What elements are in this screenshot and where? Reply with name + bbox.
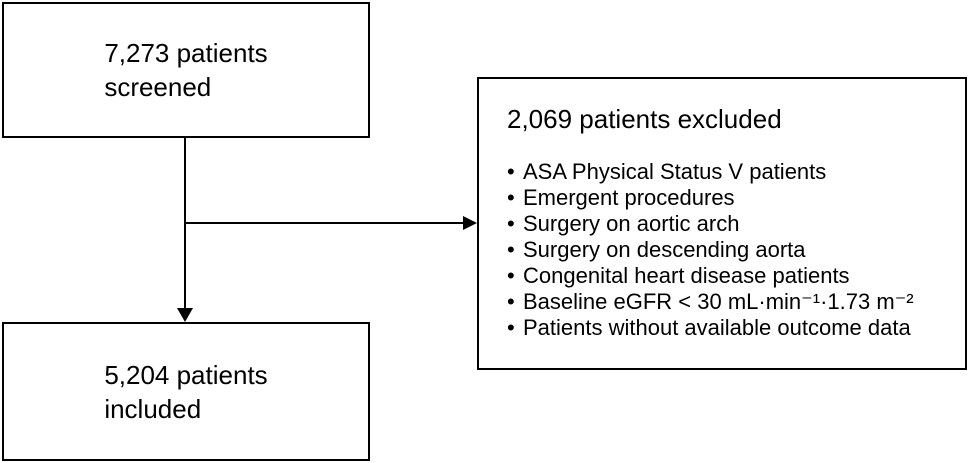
- arrow-screened-to-included: [184, 138, 186, 310]
- bullet-icon: •: [507, 237, 515, 262]
- exclusion-list-item: • Surgery on aortic arch: [507, 211, 947, 237]
- exclusion-item-text: Surgery on aortic arch: [523, 211, 740, 236]
- exclusion-list-item: • ASA Physical Status V patients: [507, 159, 947, 185]
- arrowhead-right-icon: [463, 216, 477, 230]
- arrowhead-down-icon: [177, 308, 193, 322]
- bullet-icon: •: [507, 263, 515, 288]
- arrow-screened-to-excluded: [184, 222, 463, 224]
- excluded-patients-title: 2,069 patients excluded: [507, 104, 782, 134]
- bullet-icon: •: [507, 159, 515, 184]
- exclusion-list: • ASA Physical Status V patients • Emerg…: [507, 159, 947, 341]
- included-patients-box: 5,204 patients included: [2, 322, 370, 461]
- bullet-icon: •: [507, 289, 515, 314]
- exclusion-item-text: Patients without available outcome data: [523, 315, 911, 340]
- excluded-patients-box: 2,069 patients excluded • ASA Physical S…: [477, 77, 967, 370]
- bullet-icon: •: [507, 211, 515, 236]
- exclusion-list-item: • Patients without available outcome dat…: [507, 315, 947, 341]
- exclusion-list-item: • Emergent procedures: [507, 185, 947, 211]
- exclusion-item-text: Congenital heart disease patients: [523, 263, 850, 288]
- exclusion-list-item: • Surgery on descending aorta: [507, 237, 947, 263]
- bullet-icon: •: [507, 185, 515, 210]
- screened-patients-box: 7,273 patients screened: [2, 2, 370, 138]
- exclusion-item-text: Surgery on descending aorta: [523, 237, 806, 262]
- exclusion-list-item: • Baseline eGFR < 30 mL·min⁻¹·1.73 m⁻²: [507, 289, 947, 315]
- exclusion-item-text: Baseline eGFR < 30 mL·min⁻¹·1.73 m⁻²: [523, 289, 914, 314]
- exclusion-item-text: ASA Physical Status V patients: [523, 159, 827, 184]
- exclusion-item-text: Emergent procedures: [523, 185, 735, 210]
- bullet-icon: •: [507, 315, 515, 340]
- included-patients-label: 5,204 patients included: [104, 359, 268, 424]
- screened-patients-label: 7,273 patients screened: [104, 38, 268, 102]
- exclusion-list-item: • Congenital heart disease patients: [507, 263, 947, 289]
